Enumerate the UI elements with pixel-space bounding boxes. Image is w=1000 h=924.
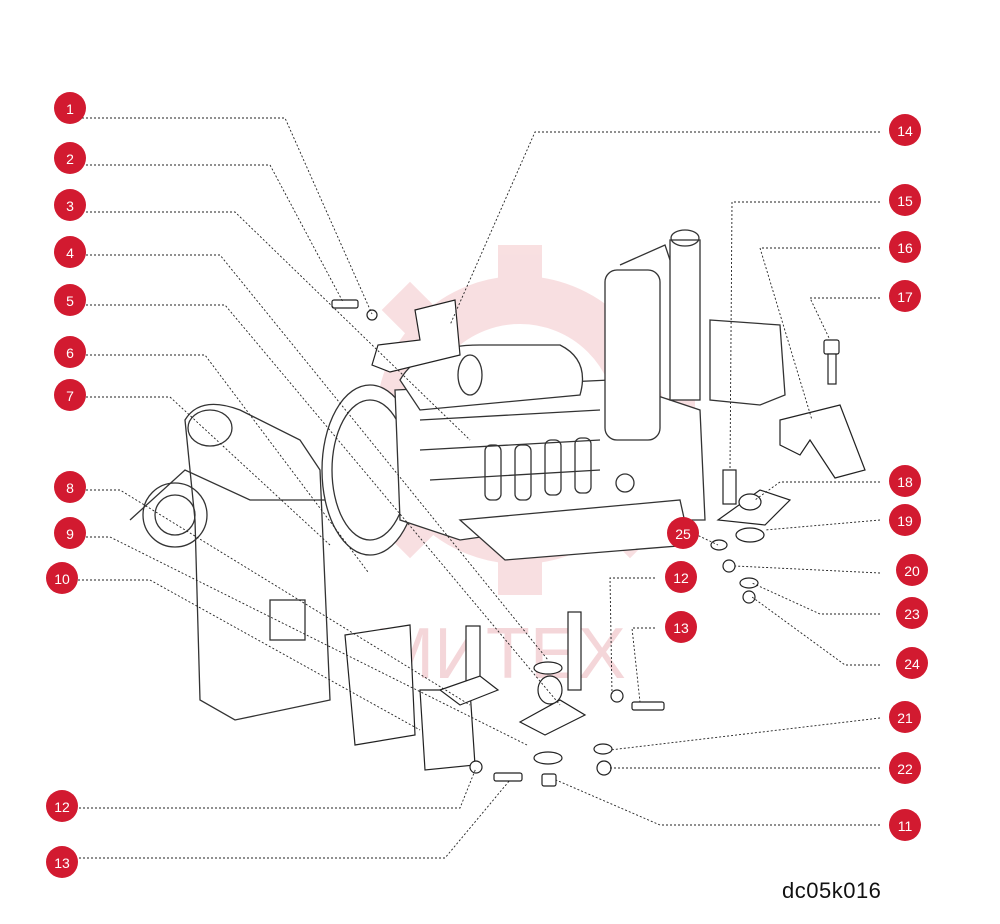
callout-label: 22 — [897, 761, 913, 777]
callout-label: 13 — [54, 855, 70, 871]
callout-badge-icon — [889, 809, 921, 841]
callout-badge-icon — [54, 142, 86, 174]
callout-label: 24 — [904, 656, 920, 672]
callout-label: 4 — [66, 245, 74, 261]
callout-4: 4 — [54, 236, 86, 268]
callout-badge-icon — [54, 236, 86, 268]
callout-badge-icon — [667, 517, 699, 549]
engine-assembly-drawing — [129, 229, 786, 721]
callout-3: 3 — [54, 189, 86, 221]
callout-label: 13 — [673, 620, 689, 636]
callout-16: 16 — [889, 231, 921, 263]
callout-badge-icon — [54, 471, 86, 503]
callout-18: 18 — [889, 465, 921, 497]
callout-label: 12 — [673, 570, 689, 586]
callout-badge-icon — [889, 701, 921, 733]
callout-label: 7 — [66, 388, 74, 404]
callout-badge-icon — [665, 611, 697, 643]
callout-badge-icon — [54, 379, 86, 411]
callout-label: 8 — [66, 480, 74, 496]
callout-13: 13 — [665, 611, 697, 643]
callout-17: 17 — [889, 280, 921, 312]
callout-24: 24 — [896, 647, 928, 679]
callout-5: 5 — [54, 284, 86, 316]
drawing-code: dc05k016 — [782, 878, 882, 903]
callout-label: 11 — [898, 818, 913, 834]
callout-label: 19 — [897, 513, 913, 529]
callout-10: 10 — [46, 562, 78, 594]
callout-label: 23 — [904, 606, 920, 622]
callout-label: 12 — [54, 799, 70, 815]
callout-label: 18 — [897, 474, 913, 490]
callout-badge-icon — [54, 336, 86, 368]
callout-badge-icon — [54, 189, 86, 221]
callout-20: 20 — [896, 554, 928, 586]
callout-label: 14 — [897, 123, 913, 139]
callout-badge-icon — [896, 554, 928, 586]
callout-badge-icon — [889, 465, 921, 497]
callout-badge-icon — [54, 92, 86, 124]
watermark-text: МИТЕХ — [374, 614, 626, 694]
callout-badge-icon — [896, 647, 928, 679]
mount-parts — [331, 299, 866, 787]
callout-label: 21 — [897, 710, 913, 726]
callout-9: 9 — [54, 517, 86, 549]
callout-19: 19 — [889, 504, 921, 536]
callout-badge-icon — [889, 231, 921, 263]
callout-label: 3 — [66, 198, 74, 214]
callout-14: 14 — [889, 114, 921, 146]
callout-12: 12 — [665, 561, 697, 593]
callout-label: 25 — [675, 526, 691, 542]
callout-21: 21 — [889, 701, 921, 733]
callout-1: 1 — [54, 92, 86, 124]
callout-badge-icon — [665, 561, 697, 593]
callout-label: 9 — [66, 526, 74, 542]
callout-label: 15 — [897, 193, 913, 209]
callout-label: 6 — [66, 345, 74, 361]
leader-lines — [70, 117, 881, 859]
callout-badge-icon — [889, 114, 921, 146]
callout-15: 15 — [889, 184, 921, 216]
callout-13: 13 — [46, 846, 78, 878]
callout-label: 5 — [66, 293, 74, 309]
callout-badge-icon — [889, 280, 921, 312]
callout-2: 2 — [54, 142, 86, 174]
callout-6: 6 — [54, 336, 86, 368]
callout-label: 2 — [66, 151, 74, 167]
callout-badge-icon — [46, 846, 78, 878]
callout-badge-icon — [46, 562, 78, 594]
callout-8: 8 — [54, 471, 86, 503]
callout-badge-icon — [896, 597, 928, 629]
callout-label: 17 — [897, 289, 913, 305]
callout-badge-icon — [54, 517, 86, 549]
callout-23: 23 — [896, 597, 928, 629]
callout-12: 12 — [46, 790, 78, 822]
callout-badge-icon — [54, 284, 86, 316]
callout-badge-icon — [889, 504, 921, 536]
callout-11: 11 — [889, 809, 921, 841]
callout-badge-icon — [46, 790, 78, 822]
callout-label: 10 — [54, 571, 70, 587]
callout-label: 1 — [66, 101, 74, 117]
callout-22: 22 — [889, 752, 921, 784]
callout-7: 7 — [54, 379, 86, 411]
callout-label: 16 — [897, 240, 913, 256]
callout-25: 25 — [667, 517, 699, 549]
callout-badge-icon — [889, 752, 921, 784]
callout-label: 20 — [904, 563, 920, 579]
callout-badge-icon — [889, 184, 921, 216]
